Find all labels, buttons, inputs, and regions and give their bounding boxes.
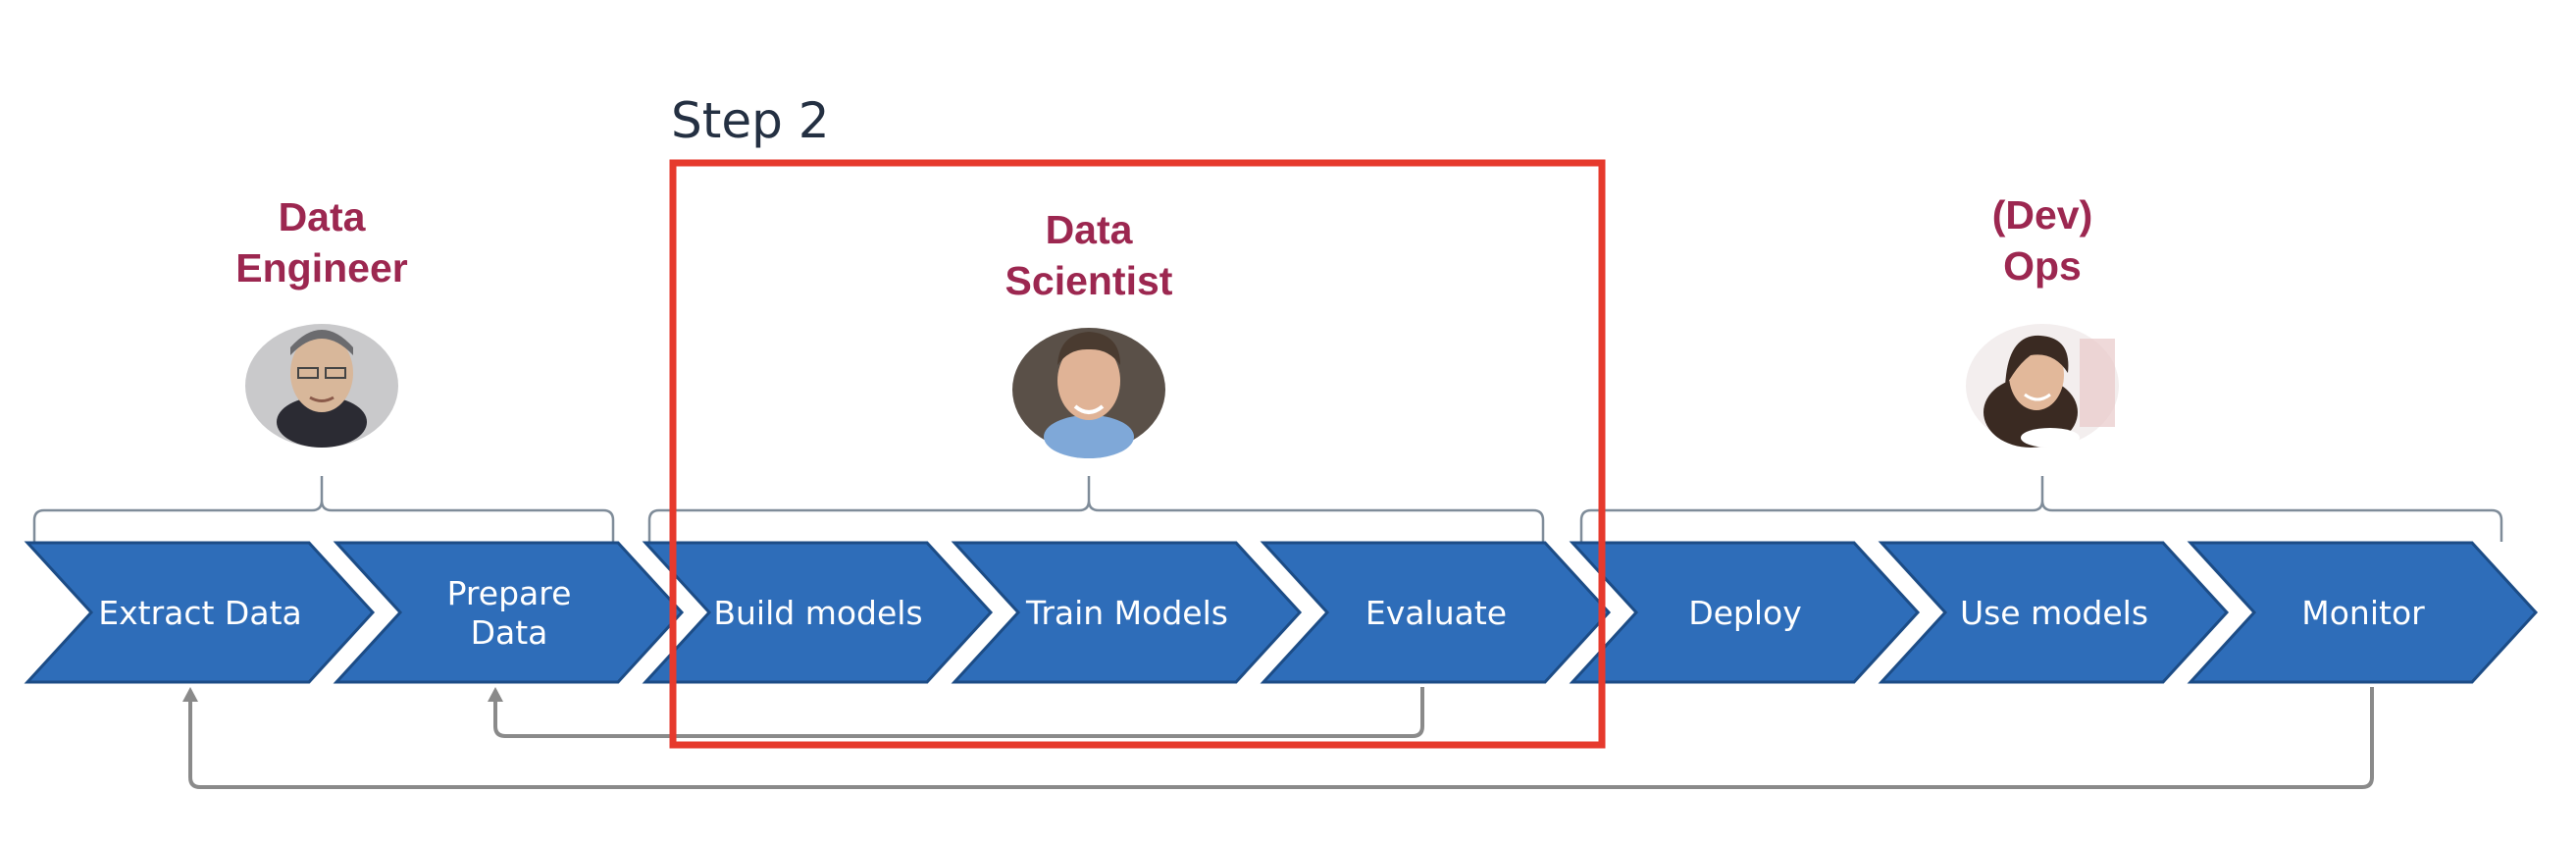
stage-label-line1: Prepare bbox=[447, 574, 572, 612]
stage-monitor[interactable]: Monitor bbox=[2187, 541, 2539, 684]
stage-build-models[interactable]: Build models bbox=[642, 541, 994, 684]
feedback-arrow-evaluate-to-prepare bbox=[488, 687, 1424, 738]
feedback-arrow-monitor-to-extract bbox=[182, 687, 2374, 789]
role-data-engineer-line2: Engineer bbox=[235, 245, 407, 291]
step-2-highlight-box bbox=[669, 159, 1606, 749]
stage-deploy[interactable]: Deploy bbox=[1569, 541, 1921, 684]
stage-label: Use models bbox=[1960, 594, 2148, 632]
stage-label: Deploy bbox=[1688, 594, 1802, 632]
role-devops-line1: (Dev) bbox=[1992, 192, 2093, 238]
role-data-engineer-line1: Data bbox=[279, 194, 367, 239]
stage-label: Evaluate bbox=[1365, 594, 1507, 632]
role-data-scientist-line2: Scientist bbox=[1005, 258, 1173, 303]
stage-train-models[interactable]: Train Models bbox=[951, 541, 1303, 684]
stage-label: Build models bbox=[713, 594, 922, 632]
stage-extract-data[interactable]: Extract Data bbox=[24, 541, 376, 684]
avatar-data-engineer bbox=[245, 324, 398, 448]
step-label: Step 2 bbox=[671, 92, 830, 149]
bracket-data-scientist bbox=[647, 476, 1545, 542]
stage-prepare-data[interactable]: Prepare Data bbox=[333, 541, 685, 684]
stage-label-line2: Data bbox=[471, 613, 548, 652]
avatar-data-scientist bbox=[1012, 328, 1165, 458]
role-data-scientist-line1: Data bbox=[1046, 207, 1134, 252]
bracket-devops bbox=[1579, 476, 2503, 542]
bracket-data-engineer bbox=[32, 476, 615, 542]
role-devops-line2: Ops bbox=[2003, 243, 2082, 289]
stage-label: Train Models bbox=[1025, 594, 1228, 632]
stage-use-models[interactable]: Use models bbox=[1878, 541, 2230, 684]
stage-label: Monitor bbox=[2301, 594, 2425, 632]
avatar-devops bbox=[1966, 324, 2119, 448]
stage-evaluate[interactable]: Evaluate bbox=[1260, 541, 1612, 684]
stage-label: Extract Data bbox=[98, 594, 301, 632]
